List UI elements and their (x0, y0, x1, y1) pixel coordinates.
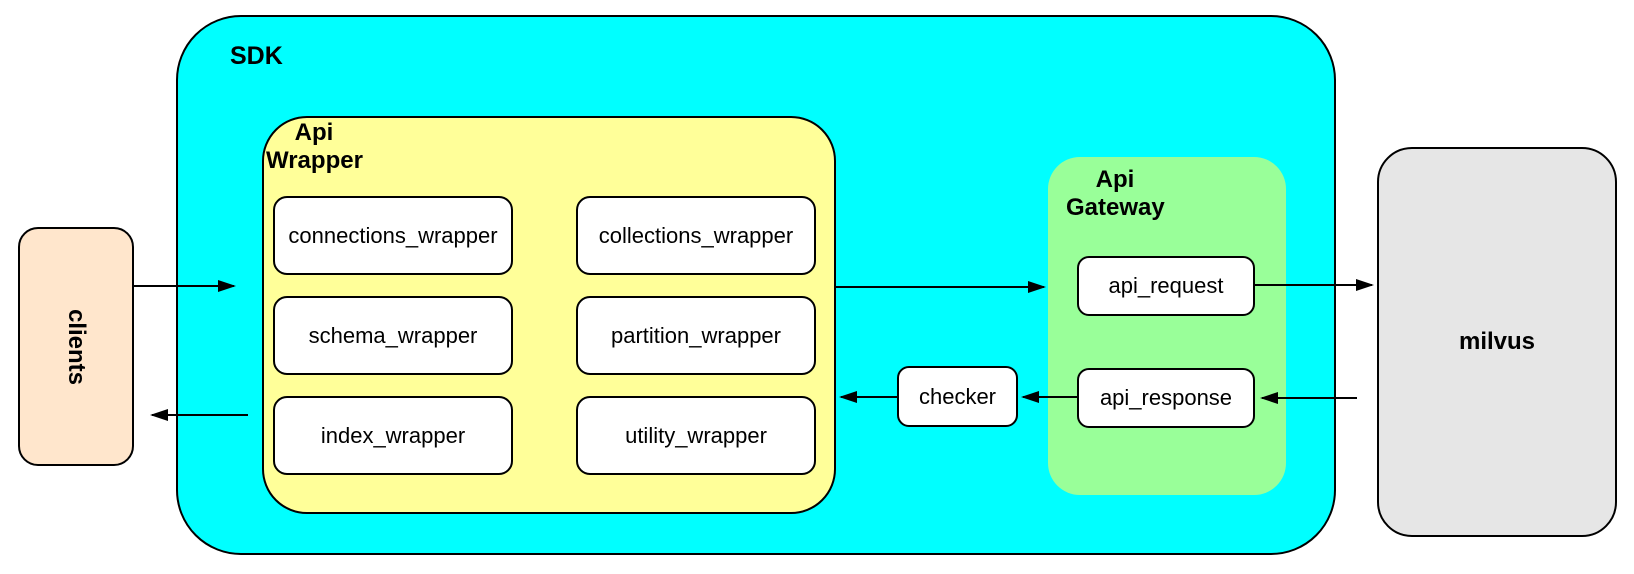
partition-wrapper-label: partition_wrapper (611, 322, 781, 348)
api-response-label: api_response (1099, 385, 1233, 410)
sdk-label: SDK (230, 42, 283, 70)
clients-box: clients (18, 227, 134, 466)
utility-wrapper-box: utility_wrapper (576, 396, 816, 475)
partition-wrapper-box: partition_wrapper (576, 296, 816, 375)
api-gateway-label: Api Gateway (1066, 166, 1165, 222)
collections-wrapper-box: collections_wrapper (576, 196, 816, 275)
api-request-label: api_request (1108, 273, 1224, 298)
index-wrapper-box: index_wrapper (273, 396, 513, 475)
schema-wrapper-label: schema_wrapper (308, 322, 478, 348)
api-wrapper-label: Api Wrapper (266, 119, 363, 175)
clients-label: clients (63, 308, 90, 385)
api-request-box: api_request (1077, 256, 1255, 316)
checker-label: checker (918, 383, 997, 409)
checker-box: checker (897, 366, 1018, 427)
milvus-box: milvus (1377, 147, 1617, 537)
connections-wrapper-box: connections_wrapper (273, 196, 513, 275)
index-wrapper-label: index_wrapper (320, 422, 466, 448)
api-response-box: api_response (1077, 368, 1255, 428)
milvus-label: milvus (1458, 328, 1536, 355)
utility-wrapper-label: utility_wrapper (625, 422, 767, 448)
collections-wrapper-label: collections_wrapper (598, 222, 794, 248)
connections-wrapper-label: connections_wrapper (288, 222, 498, 248)
api-gateway-container (1048, 157, 1286, 495)
schema-wrapper-box: schema_wrapper (273, 296, 513, 375)
